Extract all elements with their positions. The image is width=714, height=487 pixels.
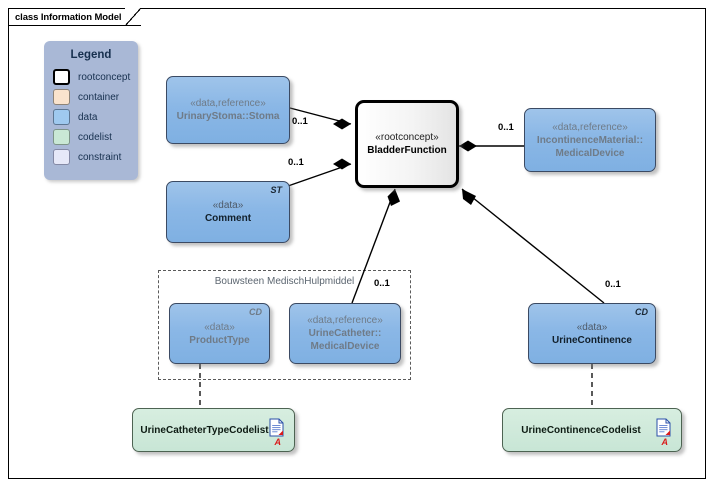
class-node-producttype[interactable]: CD «data» ProductType: [169, 303, 270, 364]
stereotype-label: «data,reference»: [552, 121, 628, 133]
stereotype-label: «data»: [576, 321, 608, 333]
legend-title: Legend: [70, 49, 112, 61]
class-node-urinecontinencecodelist[interactable]: UrineContinenceCodelist A: [502, 408, 682, 452]
multiplicity-bladderfunction-urinecontinence: 0..1: [605, 279, 621, 290]
legend-item-codelist: codelist: [53, 127, 138, 147]
class-node-urinecatheter-medicaldevice[interactable]: «data,reference» UrineCatheter:: Medical…: [289, 303, 401, 364]
diagram-title-tab[interactable]: class Information Model: [8, 8, 142, 26]
class-name-label: UrinaryStoma::Stoma: [176, 111, 280, 122]
corner-marker-cd: CD: [249, 307, 262, 317]
stereotype-label: «data,reference»: [190, 98, 266, 109]
class-name-label-line2: MedicalDevice: [310, 341, 380, 352]
class-node-urinecontinence[interactable]: CD «data» UrineContinence: [528, 303, 656, 364]
corner-marker-cd: CD: [635, 307, 648, 317]
class-name-label: ProductType: [189, 334, 250, 346]
legend-item-data: data: [53, 107, 138, 127]
multiplicity-bladderfunction-urinecatheter: 0..1: [374, 278, 390, 289]
package-bouwsteen-medischhulpmiddel[interactable]: Bouwsteen MedischHulpmiddel: [158, 270, 411, 380]
legend-label-codelist: codelist: [78, 131, 112, 143]
class-name-label: BladderFunction: [367, 145, 447, 156]
tab-slant-decoration: [125, 8, 142, 26]
legend-items: rootconcept container data codelist cons…: [44, 67, 138, 167]
class-name-label-line2: MedicalDevice: [555, 147, 625, 159]
legend-label-data: data: [78, 111, 98, 123]
document-icon: [656, 418, 671, 437]
class-name-label: IncontinenceMaterial::: [536, 134, 644, 146]
legend-swatch-rootconcept: [53, 69, 70, 85]
constraint-marker: A: [661, 437, 669, 447]
class-name-label: UrineCatheterTypeCodelist: [140, 424, 269, 436]
stereotype-label: «data»: [204, 321, 235, 333]
legend-item-rootconcept: rootconcept: [53, 67, 138, 87]
legend-label-container: container: [78, 91, 120, 103]
multiplicity-bladderfunction-incontinencematerial: 0..1: [498, 122, 514, 133]
class-node-incontinencematerial-medicaldevice[interactable]: «data,reference» IncontinenceMaterial:: …: [524, 108, 656, 172]
class-node-urinecathetertypecodelist[interactable]: UrineCatheterTypeCodelist A: [132, 408, 295, 452]
stereotype-label: «data,reference»: [307, 315, 383, 326]
legend-swatch-codelist: [53, 129, 70, 145]
corner-marker-st: ST: [270, 185, 282, 195]
class-name-label: UrineContinence: [551, 334, 632, 346]
legend-swatch-data: [53, 109, 70, 125]
diagram-title-label: class Information Model: [15, 11, 122, 23]
multiplicity-comment-bladderfunction: 0..1: [288, 157, 304, 168]
legend-item-container: container: [53, 87, 138, 107]
document-icon: [269, 418, 284, 437]
class-node-comment[interactable]: ST «data» Comment: [166, 181, 290, 243]
class-name-label: Comment: [204, 213, 252, 224]
stereotype-label: «rootconcept»: [375, 132, 439, 143]
legend-label-constraint: constraint: [78, 151, 122, 163]
class-name-label: UrineContinenceCodelist: [521, 424, 641, 436]
multiplicity-stoma-bladderfunction: 0..1: [292, 116, 308, 127]
class-node-bladderfunction[interactable]: «rootconcept» BladderFunction: [355, 100, 459, 188]
legend-swatch-container: [53, 89, 70, 105]
package-label: Bouwsteen MedischHulpmiddel: [214, 276, 355, 287]
stereotype-label: «data»: [212, 200, 244, 211]
legend-panel: Legend rootconcept container data codeli…: [44, 41, 138, 180]
class-name-label: UrineCatheter::: [308, 328, 382, 339]
class-node-urinarystoma-stoma[interactable]: «data,reference» UrinaryStoma::Stoma: [166, 76, 290, 144]
constraint-marker: A: [274, 437, 282, 447]
legend-item-constraint: constraint: [53, 147, 138, 167]
legend-label-rootconcept: rootconcept: [78, 71, 131, 83]
legend-swatch-constraint: [53, 149, 70, 165]
